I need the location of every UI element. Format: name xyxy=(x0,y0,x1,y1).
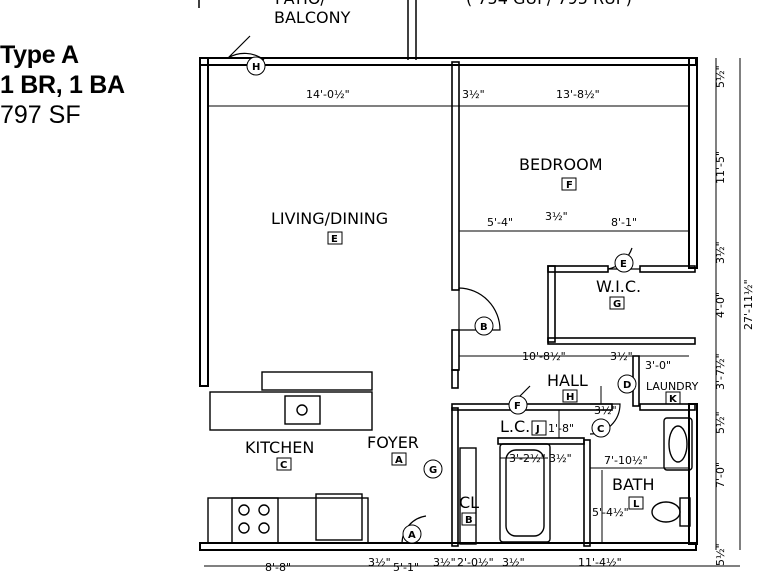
room-laundry: LAUNDRY xyxy=(646,380,699,393)
dim-r-4: 4'-0" xyxy=(714,292,727,318)
dim-top-right: 13'-8½" xyxy=(556,88,600,101)
tag-kitchen: C xyxy=(280,460,287,471)
dim-r-5: 3'-7½" xyxy=(714,353,727,390)
dim-bot-4: 3½" xyxy=(433,556,456,569)
room-bath: BATH xyxy=(612,475,654,494)
door-tag-h: H xyxy=(252,62,260,73)
unit-info: Type A 1 BR, 1 BA 797 SF xyxy=(0,40,125,130)
vanity xyxy=(663,417,693,471)
dim-bath-top: 3'-2½" xyxy=(509,452,546,465)
tag-hall: H xyxy=(566,392,574,403)
tag-bedroom: F xyxy=(566,180,573,191)
balcony-label: BALCONY xyxy=(274,8,351,27)
dim-bed-left: 5'-4" xyxy=(487,216,513,229)
toilet xyxy=(651,501,681,523)
unit-layout: 1 BR, 1 BA xyxy=(0,71,125,99)
kitchen-sink xyxy=(284,395,321,425)
dim-bot-3: 5'-1" xyxy=(393,561,419,574)
dim-laundry-w: 3'-0" xyxy=(645,359,671,372)
dim-bath-v: 5'-4½" xyxy=(592,506,629,519)
door-tag-g: G xyxy=(429,465,437,476)
unit-area: 797 SF xyxy=(0,101,81,129)
room-lc: L.C. xyxy=(500,417,530,436)
dim-bot-7: 11'-4½" xyxy=(578,556,622,569)
tag-closet: B xyxy=(465,515,473,526)
dim-lc-h: 1'-8" xyxy=(548,422,574,435)
tag-bath: L xyxy=(633,499,640,510)
door-tags: H B E F D C G A xyxy=(246,56,637,544)
room-hall: HALL xyxy=(547,371,588,390)
cooktop xyxy=(231,497,279,544)
dim-r-total: 27'-11½" xyxy=(742,279,755,330)
door-tag-d: D xyxy=(623,380,631,391)
room-wic: W.I.C. xyxy=(596,277,641,296)
dim-hall-wall: 3½" xyxy=(610,350,633,363)
dimension-lines xyxy=(204,58,741,567)
dim-top-left: 14'-0½" xyxy=(306,88,350,101)
kitchen-fixtures xyxy=(207,371,373,544)
bathtub xyxy=(499,443,551,543)
dim-bot-1: 8'-8" xyxy=(265,561,291,574)
patio-area: PATIO/ BALCONY ( 754 GUI / 795 RUI ) xyxy=(198,0,632,60)
dim-bed-right: 8'-1" xyxy=(611,216,637,229)
dim-bot-5: 2'-0½" xyxy=(457,556,494,569)
door-tag-f: F xyxy=(514,401,521,412)
room-bedroom: BEDROOM xyxy=(519,155,603,174)
dim-bot-6: 3½" xyxy=(502,556,525,569)
dimension-labels: 14'-0½" 3½" 13'-8½" 5'-4" 3½" 8'-1" 10'-… xyxy=(265,88,671,574)
dim-bath-wall: 3½" xyxy=(549,452,572,465)
dim-r-6: 5½" xyxy=(714,411,727,434)
tag-laundry: K xyxy=(669,394,678,405)
tag-lc: J xyxy=(535,424,540,435)
dim-bed-wall: 3½" xyxy=(545,210,568,223)
door-tag-e: E xyxy=(620,259,627,270)
dim-r-2: 11'-5" xyxy=(714,151,727,184)
room-foyer: FOYER xyxy=(367,433,419,452)
dim-r-3: 3½" xyxy=(714,241,727,264)
dim-r-1: 5½" xyxy=(714,65,727,88)
top-right-text: ( 754 GUI / 795 RUI ) xyxy=(466,0,632,8)
door-tag-b: B xyxy=(480,322,488,333)
vertical-dimension-labels: 5½" 11'-5" 3½" 4'-0" 3'-7½" 5½" 7'-0" 5½… xyxy=(714,65,755,566)
room-closet: CL xyxy=(459,493,479,512)
door-tag-c: C xyxy=(597,424,604,435)
room-tags: E F G H K J C A L B xyxy=(276,177,681,526)
dim-hall-v: 3½" xyxy=(594,404,617,417)
dim-bath-w: 7'-10½" xyxy=(604,454,648,467)
room-kitchen: KITCHEN xyxy=(245,438,314,457)
dim-hall-width: 10'-8½" xyxy=(522,350,566,363)
unit-type: Type A xyxy=(0,41,79,69)
bath-fixtures xyxy=(459,417,693,545)
dim-r-7: 7'-0" xyxy=(714,462,727,488)
tag-living: E xyxy=(331,234,338,245)
tag-wic: G xyxy=(613,299,621,310)
room-living: LIVING/DINING xyxy=(271,209,388,228)
refrigerator xyxy=(315,493,363,541)
door-tag-a: A xyxy=(408,530,416,541)
dim-bot-2: 3½" xyxy=(368,556,391,569)
dim-top-wall: 3½" xyxy=(462,88,485,101)
dim-r-8: 5½" xyxy=(714,543,727,566)
tag-foyer: A xyxy=(395,455,403,466)
interior-walls xyxy=(451,61,696,547)
patio-label: PATIO/ xyxy=(275,0,326,8)
